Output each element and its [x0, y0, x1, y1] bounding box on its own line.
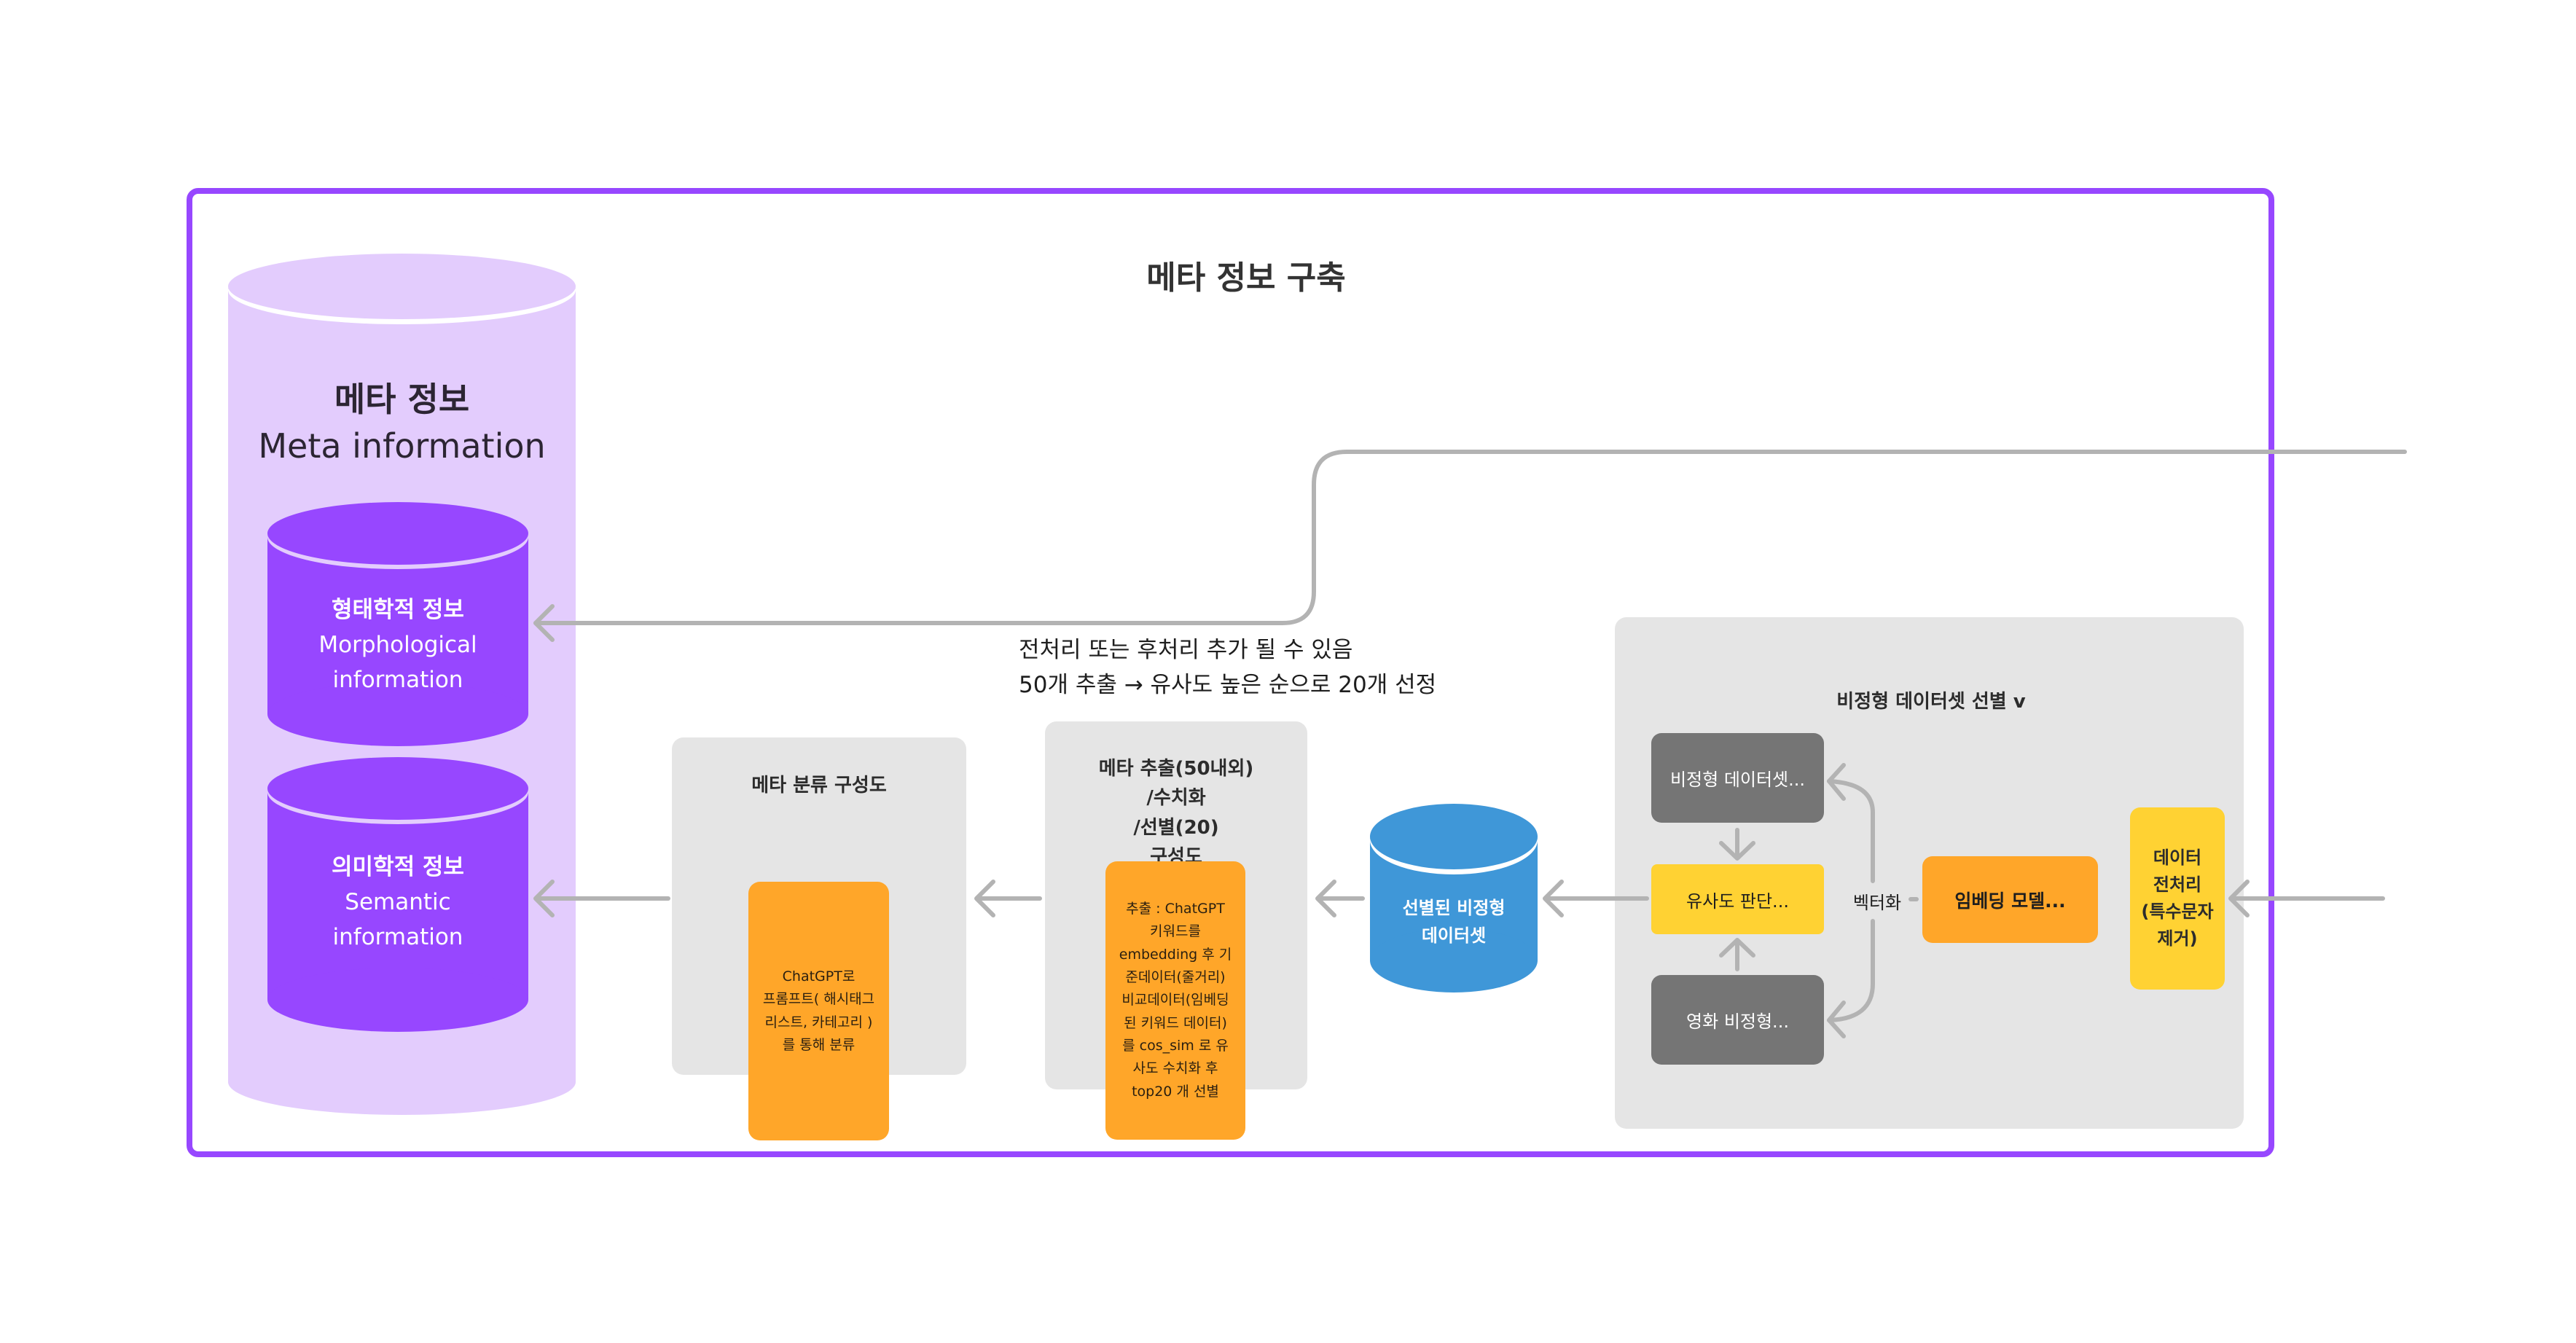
semantic-title-en-2: information [332, 924, 463, 951]
vectorize-down-arrowhead [1827, 1001, 1846, 1038]
frame-title: 메타 정보 구축 [1146, 259, 1346, 297]
selected-dataset-cylinder[interactable] [1370, 804, 1538, 992]
meta-info-title-ko: 메타 정보 [334, 379, 470, 419]
data-preprocessing-node[interactable]: 데이터 전처리 (특수문자 제거) [2130, 807, 2225, 990]
movie-unstructured-node[interactable]: 영화 비정형... [1651, 975, 1824, 1065]
meta-extraction-title: 메타 추출(50내외) /수치화 /선별(20) 구성도 [1045, 754, 1307, 872]
input-to-preprocessing-arrow [2228, 880, 2385, 917]
vectorize-down-branch [1827, 919, 1875, 1022]
pipeline-note-line-1: 전처리 또는 후처리 추가 될 수 있음 [1019, 637, 1353, 663]
embedding-model-label: 임베딩 모델... [1954, 890, 2066, 912]
classification-detail-card[interactable]: ChatGPT로 프롬프트( 해시태그 리스트, 카테고리 ) 를 통해 분류 [748, 882, 889, 1140]
semantic-title-en-1: Semantic [345, 888, 451, 915]
unstructured-dataset-node[interactable]: 비정형 데이터셋... [1651, 733, 1824, 823]
meta-info-label: 메타 정보 Meta information [228, 364, 576, 481]
morphological-title-en-1: Morphological [318, 631, 477, 658]
dataset-to-extraction-arrow [1315, 880, 1365, 917]
meta-construction-frame [187, 188, 2274, 1157]
classification-detail-text: ChatGPT로 프롬프트( 해시태그 리스트, 카테고리 ) 를 통해 분류 [762, 968, 875, 1053]
extraction-title-line-1: 메타 추출(50내외) [1098, 758, 1254, 780]
extraction-title-line-3: /선별(20) [1133, 816, 1219, 839]
vectorize-label: 벡터화 [1852, 893, 1902, 913]
classification-to-semantic-arrow [533, 880, 670, 917]
selected-dataset-line-1: 선별된 비정형 [1402, 897, 1506, 918]
vectorize-up-arrowhead [1827, 763, 1846, 801]
semantic-title-ko: 의미학적 정보 [332, 853, 464, 880]
selection-panel-title: 비정형 데이터셋 선별 v [1836, 691, 2026, 713]
morphological-info-label: 형태학적 정보 Morphological information [267, 590, 528, 700]
morphological-title-en-2: information [332, 667, 463, 694]
meta-classification-title: 메타 분류 구성도 [751, 775, 887, 796]
selected-dataset-line-2: 데이터셋 [1421, 925, 1487, 946]
morphological-info-cylinder[interactable] [267, 502, 528, 746]
morphological-title-ko: 형태학적 정보 [332, 596, 464, 623]
pipeline-note-line-2: 50개 추출 → 유사도 높은 순으로 20개 선정 [1019, 672, 1437, 699]
extraction-detail-card[interactable]: 추출 : ChatGPT 키워드를 embedding 후 기 준데이터(줄거리… [1105, 861, 1245, 1140]
dataset-to-similarity-arrow [1719, 828, 1755, 861]
embedding-model-node[interactable]: 임베딩 모델... [1922, 856, 2098, 943]
extraction-detail-text: 추출 : ChatGPT 키워드를 embedding 후 기 준데이터(줄거리… [1119, 900, 1232, 1100]
unstructured-dataset-label: 비정형 데이터셋... [1669, 770, 1806, 790]
movie-to-similarity-arrow [1719, 938, 1755, 971]
similarity-node[interactable]: 유사도 판단... [1651, 864, 1824, 934]
extraction-to-classification-arrow [974, 880, 1042, 917]
similarity-to-dataset-arrow [1543, 880, 1649, 917]
pipeline-note: 전처리 또는 후처리 추가 될 수 있음 50개 추출 → 유사도 높은 순으로… [1019, 633, 1529, 702]
meta-info-title-en: Meta information [258, 426, 546, 466]
selected-dataset-label: 선별된 비정형 데이터셋 [1370, 885, 1538, 958]
morphological-arrowhead [533, 604, 555, 642]
data-preprocessing-label: 데이터 전처리 (특수문자 제거) [2141, 847, 2214, 950]
morphological-connector [533, 450, 2407, 625]
movie-unstructured-label: 영화 비정형... [1686, 1011, 1789, 1032]
similarity-label: 유사도 판단... [1686, 890, 1789, 912]
semantic-info-cylinder[interactable] [267, 757, 528, 1032]
extraction-title-line-2: /수치화 [1146, 787, 1206, 810]
semantic-info-label: 의미학적 정보 Semantic information [267, 847, 528, 957]
vectorize-up-branch [1827, 779, 1875, 883]
